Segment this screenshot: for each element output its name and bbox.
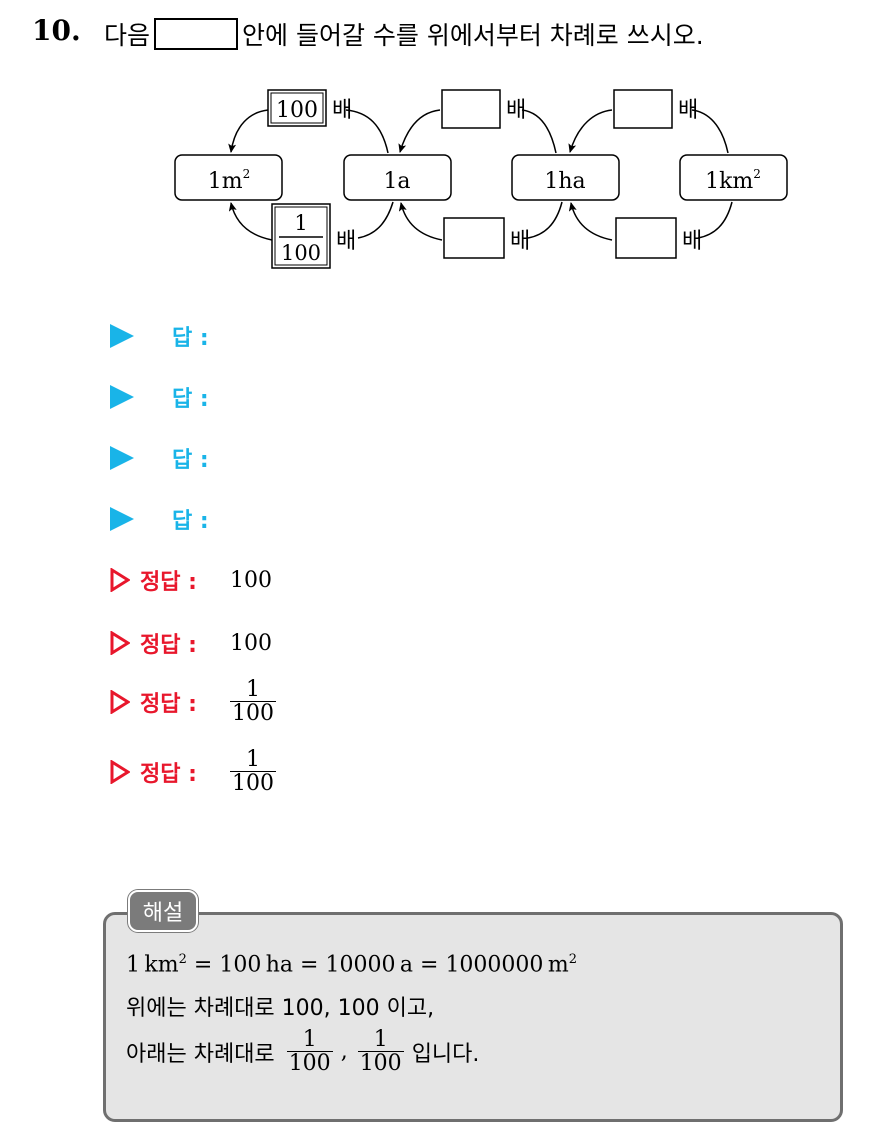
- svg-text:1: 1: [294, 211, 307, 235]
- times-label-1: 배: [332, 98, 352, 123]
- unit-box-m2: 1m2: [174, 154, 283, 201]
- answer-row-3[interactable]: 답 :: [110, 442, 209, 474]
- question-text-after: 안에 들어갈 수를 위에서부터 차례로 쓰시오.: [242, 21, 704, 50]
- outline-triangle-icon: [110, 759, 130, 784]
- explanation-box: [103, 912, 843, 1122]
- arrow-top-6-icon: [691, 109, 729, 154]
- solution-row-4: 정답 : 1 100: [110, 748, 276, 795]
- solution-value: 100: [230, 567, 272, 593]
- arrow-bottom-6-icon: [697, 201, 733, 239]
- question-number: 10.: [32, 14, 81, 47]
- unit-box-ha: 1ha: [511, 154, 620, 201]
- explanation-line-2: 위에는 차례대로 100, 100 이고,: [126, 996, 435, 1021]
- arrow-bottom-5-icon: [568, 202, 613, 241]
- explanation-tab: 해설: [128, 890, 198, 932]
- svg-text:100: 100: [276, 98, 318, 123]
- svg-text:1a: 1a: [383, 169, 410, 194]
- unit-conversion-diagram: 1m2 1a 1ha 1km2 100 배 배 배 1 100 배: [174, 89, 788, 269]
- times-label-5: 배: [510, 229, 530, 254]
- answer-label: 답 :: [172, 509, 209, 534]
- explanation-line-3: 아래는 차례대로 1 100 , 1 100 입니다.: [126, 1027, 480, 1077]
- explanation-fraction-2: 1 100: [357, 1027, 404, 1077]
- unit-box-a: 1a: [343, 154, 452, 201]
- given-bottom-box: 1 100: [271, 203, 331, 269]
- solution-row-2: 정답 : 100: [110, 627, 272, 659]
- arrow-bottom-4-icon: [527, 201, 563, 239]
- arrow-bottom-1-icon: [228, 202, 273, 241]
- solution-row-3: 정답 : 1 100: [110, 678, 276, 725]
- solution-label: 정답 :: [140, 570, 197, 595]
- outline-triangle-icon: [110, 689, 130, 714]
- answer-label: 답 :: [172, 326, 209, 351]
- play-triangle-icon: [110, 385, 134, 409]
- svg-text:1m2: 1m2: [208, 167, 251, 194]
- answer-label: 답 :: [172, 448, 209, 473]
- times-label-3: 배: [678, 98, 698, 123]
- arrow-top-4-icon: [521, 109, 557, 154]
- arrow-top-1-icon: [228, 109, 269, 153]
- outline-triangle-icon: [110, 631, 130, 655]
- unit-box-km2: 1km2: [679, 154, 788, 201]
- question-text-before: 다음: [104, 21, 151, 50]
- arrow-top-2-icon: [345, 109, 389, 154]
- arrow-top-5-icon: [568, 109, 613, 153]
- answer-row-4[interactable]: 답 :: [110, 503, 209, 535]
- question-text: 다음 안에 들어갈 수를 위에서부터 차례로 쓰시오.: [104, 16, 704, 52]
- outline-triangle-icon: [110, 568, 130, 592]
- solution-value: 100: [230, 630, 272, 656]
- blank-top-1-icon: [441, 89, 501, 129]
- times-label-6: 배: [682, 229, 702, 254]
- arrow-bottom-2-icon: [357, 201, 394, 239]
- blank-bottom-1-icon: [443, 217, 505, 259]
- solution-fraction: 1 100: [230, 677, 276, 727]
- times-label-4: 배: [336, 229, 356, 254]
- answer-row-2[interactable]: 답 :: [110, 381, 209, 413]
- blank-top-2-icon: [613, 89, 673, 129]
- solution-fraction: 1 100: [230, 747, 276, 797]
- arrow-top-3-icon: [398, 109, 441, 153]
- answer-label: 답 :: [172, 387, 209, 412]
- svg-text:100: 100: [281, 241, 321, 265]
- solution-label: 정답 :: [140, 633, 197, 658]
- svg-text:1km2: 1km2: [705, 167, 761, 194]
- blank-bottom-2-icon: [615, 217, 677, 259]
- explanation-equation: 1 km2 = 100 ha = 10000 a = 1000000 m2: [126, 952, 577, 978]
- solution-label: 정답 :: [140, 691, 197, 717]
- given-top-box: 100: [267, 89, 327, 127]
- play-triangle-icon: [110, 324, 134, 348]
- arrow-bottom-3-icon: [398, 202, 443, 241]
- times-label-2: 배: [506, 98, 526, 123]
- solution-row-1: 정답 : 100: [110, 564, 272, 596]
- answer-row-1[interactable]: 답 :: [110, 320, 209, 352]
- svg-text:1ha: 1ha: [544, 169, 585, 194]
- solution-label: 정답 :: [140, 761, 197, 787]
- play-triangle-icon: [110, 507, 134, 531]
- blank-box-icon: [154, 18, 239, 50]
- explanation-fraction-1: 1 100: [286, 1027, 333, 1077]
- play-triangle-icon: [110, 446, 134, 470]
